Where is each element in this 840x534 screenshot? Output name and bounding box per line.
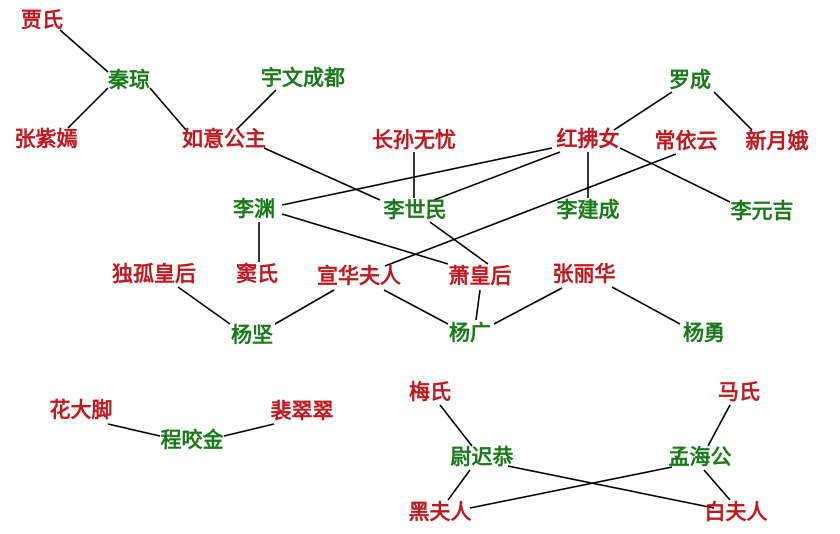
node-baifuren: 白夫人 [705, 500, 768, 524]
node-xiaohuanghou: 萧皇后 [449, 264, 512, 288]
edge-meishi-yuchigong [439, 404, 473, 447]
node-chengyaojin: 程咬金 [161, 428, 225, 452]
edge-yuchigong-heifuren [447, 469, 471, 501]
node-jiashi: 贾氏 [21, 8, 63, 32]
node-changyiyun: 常依云 [655, 129, 718, 153]
edge-luocheng-xinyuee [713, 91, 753, 131]
node-yuchigong: 尉迟恭 [451, 445, 515, 469]
node-lijiancheng: 李建成 [556, 198, 620, 222]
node-yangguang: 杨广 [449, 321, 491, 345]
edge-menghaigong-heifuren [469, 466, 673, 509]
edge-dugu-yangjian [177, 286, 231, 325]
node-yangjian: 杨坚 [231, 323, 273, 347]
edge-liyuan-xiaohuanghou [281, 213, 449, 265]
node-yuwenchengdu: 宇文成都 [261, 66, 345, 90]
node-menghaigong: 孟海公 [669, 445, 732, 469]
node-qinqiong: 秦琼 [107, 68, 150, 92]
edge-zhanglihua-yangguang [493, 287, 563, 325]
edge-hongfunv-liyuan [281, 147, 553, 206]
node-doushi: 窦氏 [236, 262, 278, 286]
node-dugu: 独孤皇后 [112, 262, 196, 286]
edge-yuchigong-baifuren [507, 465, 715, 509]
edge-hongfunv-lishimin [433, 151, 561, 201]
node-mashi: 马氏 [718, 380, 760, 404]
node-lishimin: 李世民 [383, 198, 447, 222]
edge-menghaigong-baifuren [703, 469, 731, 501]
edge-hongfunv-liyuanji [619, 147, 731, 203]
edge-changyiyun-xuanhua [384, 153, 677, 267]
node-zhanglihua: 张丽华 [553, 262, 616, 286]
node-luocheng: 罗成 [669, 68, 711, 92]
edge-yuwenchengdu-ruyigongzhu [235, 89, 277, 131]
node-zhangsunwuji: 长孙无忧 [372, 128, 456, 152]
node-huadajiao: 花大脚 [50, 398, 113, 422]
node-xinyuee: 新月娥 [746, 129, 809, 153]
edge-qinqiong-zhangziyan [67, 87, 109, 129]
edge-jiashi-qinqiong [59, 29, 109, 73]
node-ruyigongzhu: 如意公主 [182, 127, 266, 151]
edge-lishimin-xiaohuanghou [429, 221, 489, 265]
edge-huadajiao-chengyaojin [107, 423, 161, 437]
node-heifuren: 黑夫人 [409, 500, 472, 524]
node-meishi: 梅氏 [409, 380, 451, 404]
edge-layer [59, 29, 753, 509]
edge-ruyigongzhu-lishimin [263, 147, 381, 201]
edge-xuanhua-yangguang [383, 289, 449, 325]
edge-qinqiong-ruyigongzhu [149, 87, 187, 131]
node-liyuanji: 李元吉 [730, 199, 794, 223]
node-yangyong: 杨勇 [683, 321, 725, 345]
node-hongfunv: 红拂女 [557, 127, 620, 151]
node-liyuan: 李渊 [232, 197, 275, 221]
edge-zhanglihua-yangyong [611, 286, 681, 325]
edge-mashi-menghaigong [707, 404, 731, 447]
node-xuanhua: 宣华夫人 [317, 264, 401, 288]
edge-xiaohuanghou-yangguang [475, 289, 481, 321]
edge-luocheng-hongfunv [613, 91, 673, 131]
edge-xuanhua-yangjian [274, 289, 335, 325]
node-zhangziyan: 张紫嫣 [15, 127, 78, 151]
node-peicuicui: 裴翠翠 [271, 399, 334, 423]
edge-peicuicui-chengyaojin [223, 423, 275, 437]
